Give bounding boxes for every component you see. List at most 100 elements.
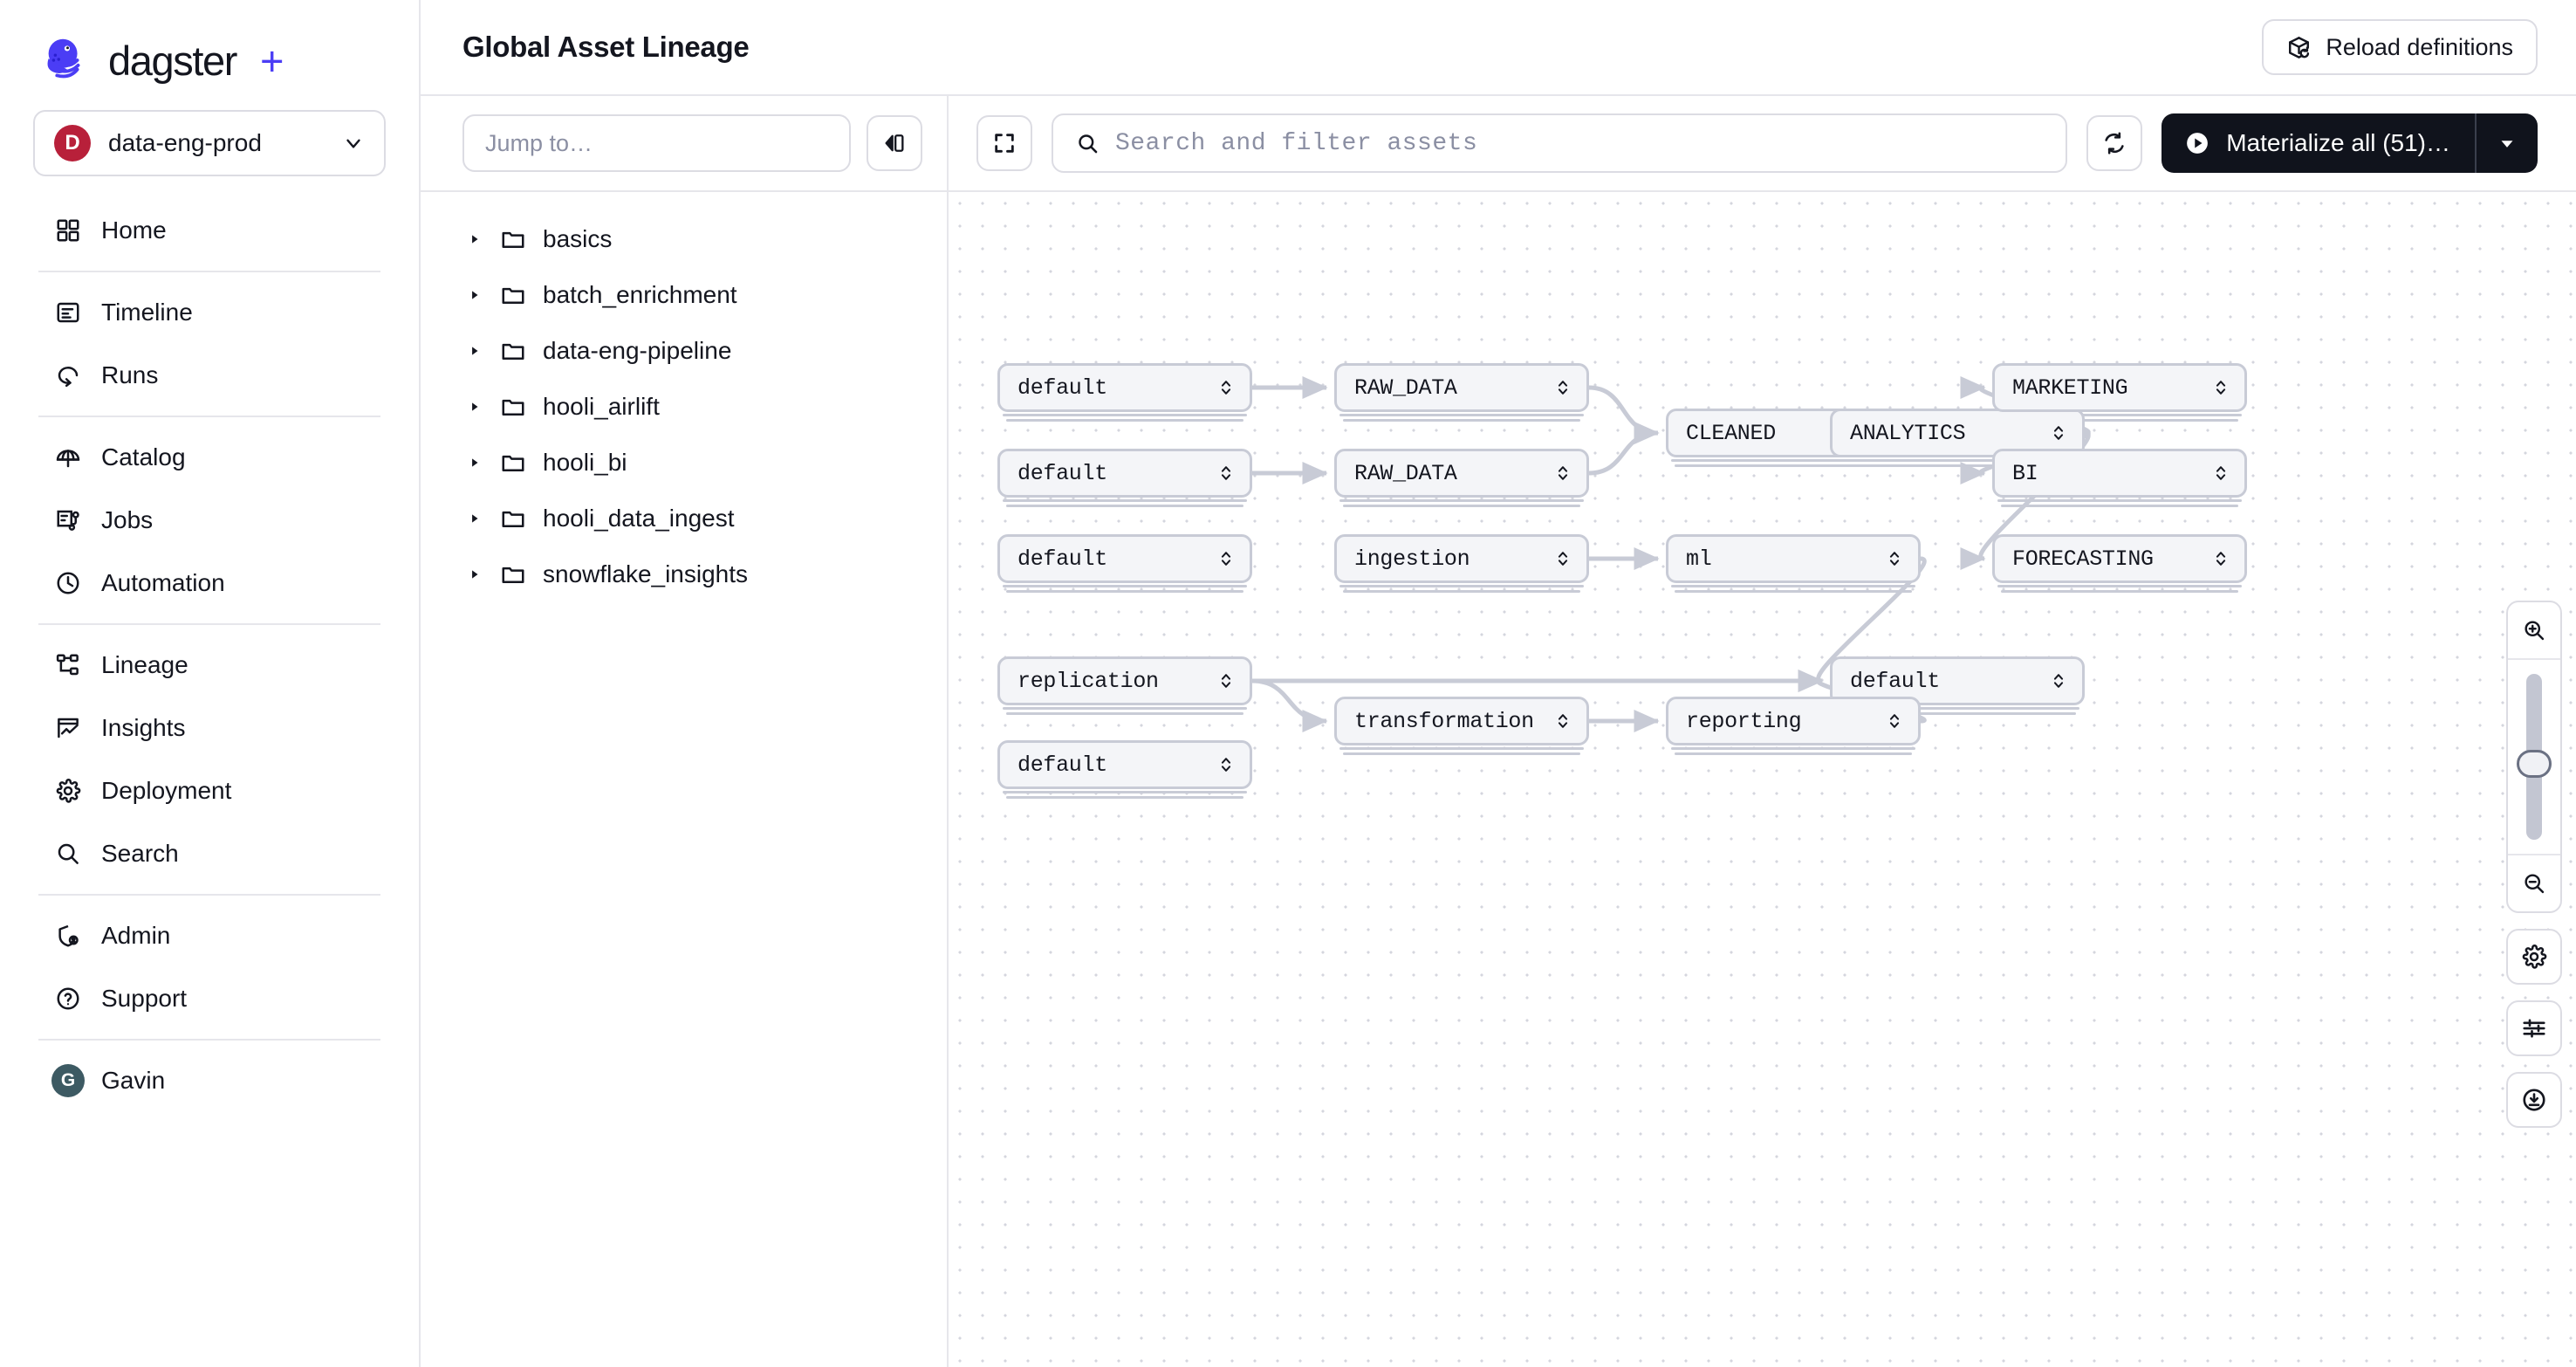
materialize-main[interactable]: Materialize all (51)… [2162,113,2475,173]
asset-group-node[interactable]: transformation [1334,697,1589,745]
chevron-up-down-icon[interactable] [1216,668,1236,694]
sidebar-item-user[interactable]: G Gavin [0,1049,419,1112]
graph-settings-button[interactable] [2506,929,2562,985]
tree-item[interactable]: batch_enrichment [421,267,947,323]
zoom-in-icon [2522,618,2546,642]
asset-group-node[interactable]: MARKETING [1992,363,2247,412]
node-stack-shadow [1003,414,1247,422]
chevron-up-down-icon[interactable] [2049,420,2068,446]
asset-group-node-label: ml [1686,546,1712,572]
tree-item[interactable]: snowflake_insights [421,546,947,602]
asset-group-node-label: reporting [1686,708,1802,734]
question-circle-icon [54,985,82,1013]
folder-icon [499,225,527,253]
tree-item[interactable]: data-eng-pipeline [421,323,947,379]
folder-icon [499,393,527,421]
search-icon [54,840,82,868]
asset-group-node[interactable]: reporting [1666,697,1921,745]
graph-filters-button[interactable] [2506,1000,2562,1056]
sidebar-item-deployment[interactable]: Deployment [0,759,419,822]
fit-to-screen-button[interactable] [976,115,1032,171]
brand[interactable]: dagster + [0,0,419,110]
caret-right-icon[interactable] [466,230,483,248]
asset-group-node[interactable]: FORECASTING [1992,534,2247,583]
shield-user-icon [54,922,82,950]
asset-search-box[interactable]: Search and filter assets [1052,113,2068,173]
caret-right-icon[interactable] [466,454,483,471]
zoom-slider-thumb[interactable] [2517,749,2552,778]
sidebar-item-runs[interactable]: Runs [0,344,419,407]
play-circle-icon [2184,130,2210,156]
asset-group-node[interactable]: ml [1666,534,1921,583]
materialize-all-button[interactable]: Materialize all (51)… [2162,113,2538,173]
caret-right-icon[interactable] [466,510,483,527]
chevron-up-down-icon[interactable] [1553,708,1572,734]
tree-item[interactable]: basics [421,211,947,267]
chevron-up-down-icon[interactable] [1216,460,1236,486]
asset-group-node[interactable]: BI [1992,449,2247,498]
asset-group-node-label: default [1017,374,1107,401]
tree-item[interactable]: hooli_bi [421,435,947,491]
asset-group-node[interactable]: RAW_DATA [1334,449,1589,498]
sidebar-item-home[interactable]: Home [0,199,419,262]
asset-group-node[interactable]: default [997,740,1252,789]
chevron-up-down-icon[interactable] [2211,374,2230,401]
materialize-dropdown-button[interactable] [2477,113,2538,173]
zoom-slider-group [2506,601,2562,913]
graph-toolbar: Search and filter assets Materialize all… [421,96,2576,192]
chevron-up-down-icon[interactable] [2049,668,2068,694]
sidebar-item-support[interactable]: Support [0,967,419,1030]
zoom-in-button[interactable] [2508,602,2560,658]
refresh-button[interactable] [2086,115,2143,171]
jump-to-input[interactable] [462,114,851,172]
org-picker[interactable]: D data-eng-prod [33,110,386,176]
caret-right-icon[interactable] [466,398,483,416]
chevron-up-down-icon[interactable] [1216,752,1236,778]
sidebar-item-insights[interactable]: Insights [0,697,419,759]
collapse-panel-button[interactable] [867,115,922,171]
asset-group-node[interactable]: replication [997,656,1252,705]
chevron-up-down-icon[interactable] [1553,546,1572,572]
asset-group-node[interactable]: ingestion [1334,534,1589,583]
tree-item[interactable]: hooli_airlift [421,379,947,435]
materialize-label: Materialize all (51)… [2226,129,2450,156]
zoom-out-button[interactable] [2508,855,2560,911]
chevron-up-down-icon[interactable] [1216,374,1236,401]
caret-right-icon[interactable] [466,566,483,583]
node-stack-shadow [1835,459,2079,467]
graph-download-button[interactable] [2506,1072,2562,1128]
zoom-controls [2506,601,2562,1128]
asset-group-node[interactable]: default [997,363,1252,412]
sidebar-item-lineage[interactable]: Lineage [0,634,419,697]
chevron-up-down-icon[interactable] [1216,546,1236,572]
sidebar-item-jobs[interactable]: Jobs [0,489,419,552]
caret-right-icon[interactable] [466,342,483,360]
tree-item[interactable]: hooli_data_ingest [421,491,947,546]
sidebar-item-catalog[interactable]: Catalog [0,426,419,489]
chevron-up-down-icon[interactable] [1553,460,1572,486]
sidebar-item-admin[interactable]: Admin [0,904,419,967]
asset-group-node[interactable]: RAW_DATA [1334,363,1589,412]
sidebar-item-timeline[interactable]: Timeline [0,281,419,344]
chevron-up-down-icon[interactable] [1553,374,1572,401]
asset-group-node-label: default [1017,460,1107,486]
asset-group-node[interactable]: default [997,449,1252,498]
nav-divider [38,416,380,417]
sidebar-item-search[interactable]: Search [0,822,419,885]
reload-definitions-button[interactable]: Reload definitions [2262,19,2538,75]
asset-group-node[interactable]: default [997,534,1252,583]
sidebar-item-label: Admin [101,922,171,949]
sidebar-item-automation[interactable]: Automation [0,552,419,615]
chevron-up-down-icon[interactable] [1885,708,1904,734]
zoom-slider[interactable] [2508,660,2560,854]
org-name: data-eng-prod [108,129,262,156]
chevron-up-down-icon[interactable] [2211,460,2230,486]
caret-right-icon[interactable] [466,286,483,304]
bottom-nav: Search Admin Support [0,822,419,1133]
lineage-icon [54,651,82,679]
chevron-up-down-icon[interactable] [2211,546,2230,572]
node-stack-shadow [1339,585,1584,593]
chevron-up-down-icon[interactable] [1885,546,1904,572]
node-stack-shadow [1339,499,1584,507]
